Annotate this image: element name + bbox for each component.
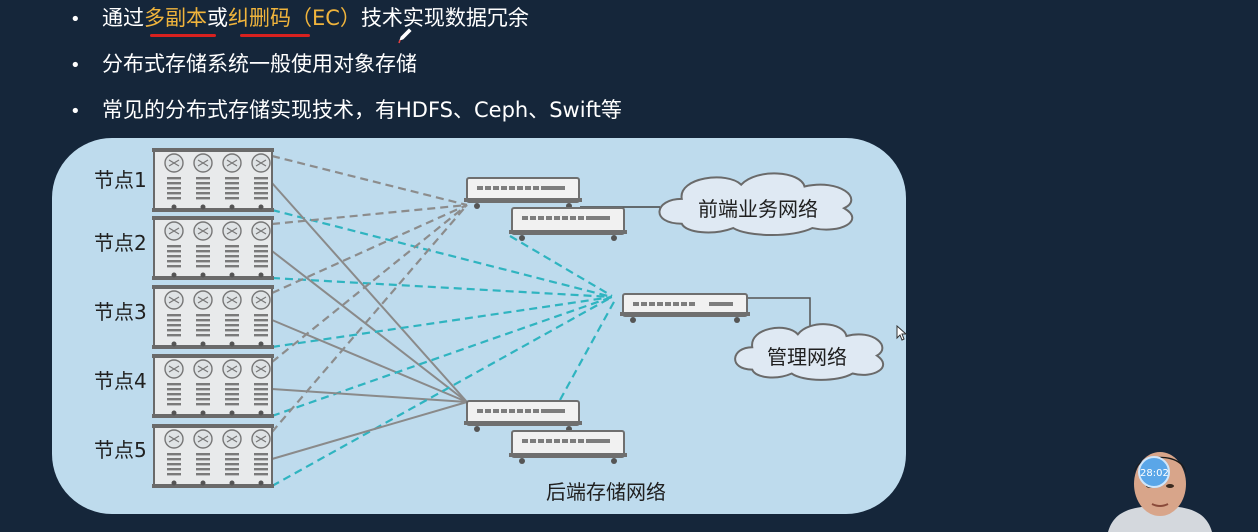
cloud-icon (658, 172, 854, 237)
pen-icon (398, 28, 412, 44)
server-icon (152, 354, 274, 418)
storage-network-link (271, 182, 468, 403)
server-icon (152, 216, 274, 280)
timer-badge: 28:02 (1138, 456, 1170, 488)
storage-network-link (271, 401, 468, 460)
management-network-link (271, 276, 613, 299)
management-network-link (271, 295, 613, 349)
node-label-3: 节点3 (94, 300, 147, 324)
red-underline (150, 34, 216, 37)
switch-mgmt-link (509, 235, 613, 297)
node-label-1: 节点1 (94, 168, 147, 192)
highlight-text-erasure-code: 纠删码 (228, 6, 291, 30)
bullet-item-1: • 通过多副本或纠删码（EC）技术实现数据冗余 (70, 0, 529, 40)
bullet-text: 或 (207, 6, 228, 30)
front-network-link (271, 154, 468, 207)
switch-icon (509, 430, 627, 464)
cloud-icon (734, 323, 885, 381)
storage-network-link (271, 319, 468, 403)
bullet-dot: • (70, 55, 81, 76)
bullet-text: 技术实现数据冗余 (360, 6, 529, 30)
switch-mgmt-link (559, 299, 616, 401)
cursor-icon (896, 325, 908, 341)
storage-network-label: 后端存储网络 (546, 480, 666, 504)
node-label-2: 节点2 (94, 231, 147, 255)
server-icon (152, 285, 274, 349)
switch-icon (620, 293, 750, 323)
node-label-4: 节点4 (94, 369, 147, 393)
bullet-text: 分布式存储系统一般使用对象存储 (102, 52, 417, 76)
red-underline (240, 34, 310, 37)
storage-network-link (271, 250, 468, 403)
switch-icon (464, 400, 582, 432)
bullet-dot: • (70, 9, 81, 30)
switch-icon (464, 177, 582, 209)
front-network-link (271, 203, 468, 295)
bullet-dot: • (70, 101, 81, 122)
highlight-text-replicas: 多副本 (144, 6, 207, 30)
cloud-group (658, 172, 885, 381)
front-network-link (271, 204, 468, 433)
switch-icon (509, 207, 627, 241)
management-network-label: 管理网络 (767, 345, 847, 369)
bullet-item-3: • 常见的分布式存储实现技术，有HDFS、Ceph、Swift等 (70, 92, 622, 132)
front-network-link (271, 204, 468, 363)
mgmt-cloud-link (748, 297, 811, 334)
bullet-text: 通过 (102, 6, 144, 30)
server-icon (152, 424, 274, 488)
connection-lines (271, 154, 811, 487)
management-network-link (271, 295, 613, 418)
node-label-5: 节点5 (94, 438, 147, 462)
bullet-text: 常见的分布式存储实现技术，有HDFS、Ceph、Swift等 (102, 98, 622, 122)
front-network-label: 前端业务网络 (698, 197, 818, 221)
management-network-link (271, 208, 613, 299)
server-rack-group (152, 148, 274, 488)
highlight-text-ec: （EC） (291, 6, 361, 30)
server-icon (152, 148, 274, 212)
bullet-item-2: • 分布式存储系统一般使用对象存储 (70, 46, 417, 86)
storage-network-link (271, 388, 468, 403)
switch-group (464, 177, 750, 464)
front-network-link (271, 203, 468, 226)
